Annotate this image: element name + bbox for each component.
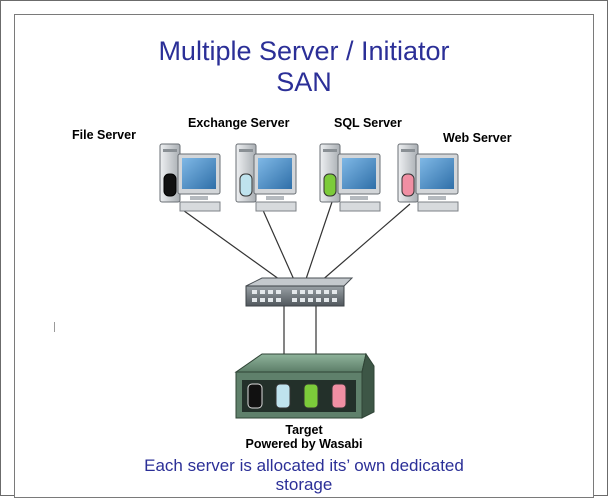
slide-title-line-2: SAN bbox=[276, 67, 332, 97]
disk-file-server bbox=[247, 383, 263, 409]
storage-target-icon bbox=[234, 352, 375, 419]
slide-title-line-1: Multiple Server / Initiator bbox=[158, 36, 450, 66]
target-sublabel: Powered by Wasabi bbox=[245, 437, 363, 451]
caption-line-2: storage bbox=[275, 475, 333, 494]
web-server-computer-icon bbox=[397, 143, 459, 212]
cable-web-server bbox=[319, 203, 411, 283]
caption-line-1: Each server is allocated its’ own dedica… bbox=[144, 456, 464, 475]
web-server-label: Web Server bbox=[443, 131, 512, 145]
sql-server-label: SQL Server bbox=[334, 116, 402, 130]
network-cables bbox=[179, 201, 411, 356]
margin-tick bbox=[54, 322, 55, 332]
sql-server-computer-icon bbox=[319, 143, 381, 212]
file-server-label: File Server bbox=[72, 128, 136, 142]
file-server-computer-icon bbox=[159, 143, 221, 212]
cable-file-server bbox=[179, 207, 284, 283]
cable-sql-server bbox=[304, 201, 333, 283]
exchange-server-computer-icon bbox=[235, 143, 297, 212]
target-label: Target bbox=[285, 423, 323, 437]
exchange-server-label: Exchange Server bbox=[188, 116, 290, 130]
disk-exchange-server bbox=[275, 383, 291, 409]
cable-exchange-server bbox=[261, 207, 296, 283]
disk-web-server bbox=[331, 383, 347, 409]
network-switch-icon bbox=[245, 277, 354, 307]
disk-sql-server bbox=[303, 383, 319, 409]
